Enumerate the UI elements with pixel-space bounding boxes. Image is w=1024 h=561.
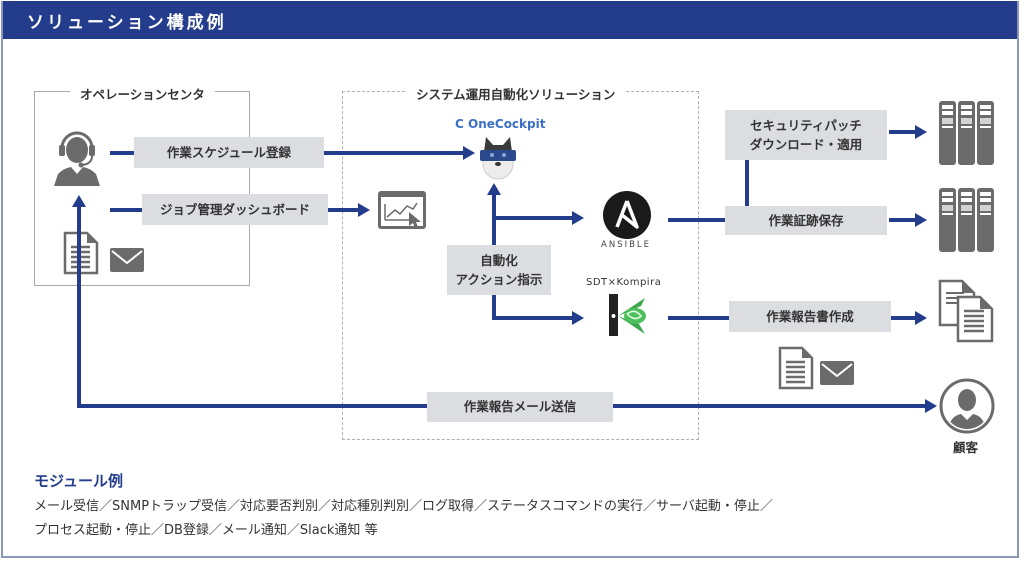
line-to-ansible [492, 216, 574, 220]
arrow-to-dashboard [358, 203, 370, 217]
automation-action-line1: 自動化 [480, 252, 518, 268]
arrow-to-server-1 [915, 125, 927, 139]
mail-icon [820, 361, 854, 385]
document-icon [778, 346, 814, 390]
step-job-dashboard: ジョブ管理ダッシュボード [142, 194, 328, 225]
customer-label: 顧客 [953, 440, 979, 455]
kompira-logo-icon [609, 294, 646, 336]
step-automation-action: 自動化 アクション指示 [447, 245, 551, 295]
automation-solution-label: システム運用自動化ソリューション [406, 84, 626, 103]
operation-center-label: オペレーションセンタ [70, 84, 215, 103]
step-security-patch: セキュリティパッチ ダウンロード・適用 [725, 110, 887, 160]
server-rack-icon [939, 188, 994, 252]
documents-icon [938, 279, 994, 343]
module-examples-line2: プロセス起動・停止／DB登録／メール通知／Slack通知 等 [34, 523, 378, 538]
onecockpit-mascot-icon [480, 137, 516, 180]
branch-to-security-line [745, 160, 749, 220]
security-patch-line2: ダウンロード・適用 [749, 137, 863, 152]
arrow-to-ansible [572, 211, 584, 225]
arrow-up-to-operator [72, 195, 86, 207]
ansible-output-line [668, 218, 728, 222]
arrow-to-server-2 [915, 213, 927, 227]
ansible-label: ANSIBLE [601, 240, 652, 250]
onecockpit-mark-icon: C [455, 117, 464, 131]
step-report-mail: 作業報告メール送信 [427, 392, 613, 422]
onecockpit-logo-text: C OneCockpit [455, 117, 545, 131]
arrow-to-onecockpit [463, 146, 475, 160]
arrow-up-to-onecockpit [487, 183, 501, 195]
page-title: ソリューション構成例 [27, 13, 227, 33]
kompira-label: SDT×Kompira [586, 277, 662, 288]
header-bar: ソリューション構成例 [1, 1, 1019, 39]
automation-action-line2: アクション指示 [455, 272, 543, 287]
chart-window-icon [378, 191, 426, 229]
ansible-logo-icon [603, 191, 651, 239]
onecockpit-name: OneCockpit [468, 117, 546, 131]
module-examples-line1: メール受信／SNMPトラップ受信／対応要否判別／対応種別判別／ログ取得／ステータ… [34, 499, 773, 514]
evidence-to-server-line [889, 218, 917, 222]
server-rack-icon [939, 101, 994, 165]
security-to-server-line [889, 130, 917, 134]
arrow-to-customer [925, 399, 937, 413]
arrow-to-kompira [572, 311, 584, 325]
mail-icon [110, 248, 144, 272]
step-schedule-register: 作業スケジュール登録 [134, 137, 324, 168]
security-patch-line1: セキュリティパッチ [750, 117, 862, 133]
arrow-to-documents [915, 311, 927, 325]
module-examples-title: モジュール例 [34, 472, 123, 490]
report-return-line-vertical [77, 206, 81, 408]
operator-headset-icon [54, 131, 100, 186]
line-to-kompira [492, 316, 574, 320]
step-work-evidence: 作業証跡保存 [725, 206, 887, 235]
user-circle-icon [939, 378, 995, 434]
step-work-report: 作業報告書作成 [729, 301, 891, 332]
document-icon [63, 231, 99, 275]
